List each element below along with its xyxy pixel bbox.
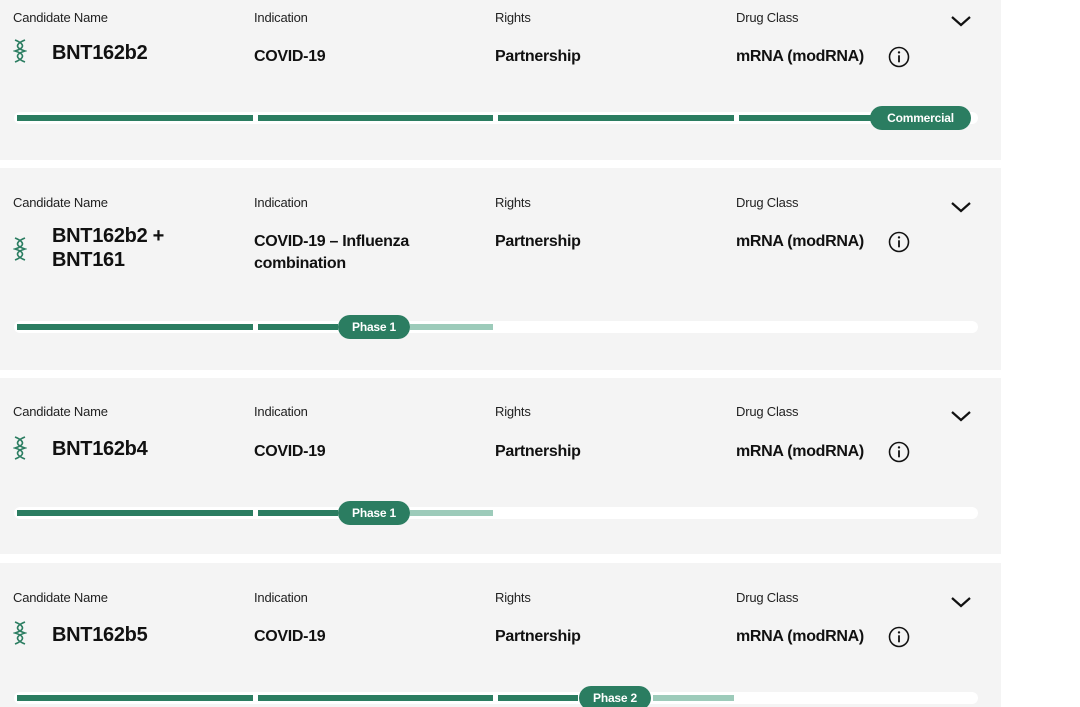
progress-track	[14, 692, 978, 704]
rights-label: Rights	[495, 195, 531, 210]
progress-segment	[258, 510, 338, 516]
progress-track	[14, 507, 978, 519]
drug-class-value: mRNA (modRNA)	[736, 443, 864, 460]
stage-badge: Commercial	[870, 106, 971, 130]
progress-track	[14, 321, 978, 333]
drug-class-label: Drug Class	[736, 590, 799, 605]
rights-label: Rights	[495, 10, 531, 25]
chevron-down-icon[interactable]	[950, 595, 972, 609]
candidate-card: Candidate Name Indication Rights Drug Cl…	[0, 563, 1001, 707]
indication-label: Indication	[254, 195, 308, 210]
indication-label: Indication	[254, 10, 308, 25]
progress-segment	[258, 695, 493, 701]
rights-value: Partnership	[495, 443, 581, 460]
indication-value: COVID-19	[254, 48, 326, 65]
indication-value: COVID-19	[254, 628, 326, 645]
candidate-name-label: Candidate Name	[13, 10, 108, 25]
indication-label: Indication	[254, 404, 308, 419]
drug-class-label: Drug Class	[736, 195, 799, 210]
drug-class-label: Drug Class	[736, 10, 799, 25]
stage-badge: Phase 2	[579, 686, 651, 707]
candidate-name: BNT162b5	[52, 624, 148, 646]
stage-badge: Phase 1	[338, 501, 410, 525]
candidate-name: BNT162b4	[52, 438, 148, 460]
candidate-card: Candidate Name Indication Rights Drug Cl…	[0, 168, 1001, 370]
rights-value: Partnership	[495, 48, 581, 65]
indication-label: Indication	[254, 590, 308, 605]
rights-label: Rights	[495, 404, 531, 419]
dna-icon	[13, 237, 27, 261]
candidate-card: Candidate Name Indication Rights Drug Cl…	[0, 378, 1001, 554]
progress-segment	[498, 695, 578, 701]
drug-class-value: mRNA (modRNA)	[736, 48, 864, 65]
info-icon[interactable]	[888, 46, 910, 68]
dna-icon	[13, 39, 27, 63]
progress-segment	[653, 695, 734, 701]
progress-segment	[739, 115, 879, 121]
info-icon[interactable]	[888, 231, 910, 253]
indication-value: COVID-19 – Influenza combination	[254, 233, 409, 272]
dna-icon	[13, 436, 27, 460]
dna-icon	[13, 621, 27, 645]
rights-value: Partnership	[495, 233, 581, 250]
drug-class-value: mRNA (modRNA)	[736, 233, 864, 250]
drug-class-value: mRNA (modRNA)	[736, 628, 864, 645]
candidate-name: BNT162b2	[52, 42, 148, 64]
progress-segment	[258, 324, 338, 330]
candidate-name-label: Candidate Name	[13, 590, 108, 605]
candidate-name-label: Candidate Name	[13, 195, 108, 210]
progress-segment	[17, 324, 253, 330]
info-icon[interactable]	[888, 441, 910, 463]
rights-value: Partnership	[495, 628, 581, 645]
progress-segment	[258, 115, 493, 121]
drug-class-label: Drug Class	[736, 404, 799, 419]
progress-segment	[498, 115, 734, 121]
info-icon[interactable]	[888, 626, 910, 648]
candidate-card: Candidate Name Indication Rights Drug Cl…	[0, 0, 1001, 160]
progress-segment	[17, 115, 253, 121]
progress-segment	[17, 510, 253, 516]
progress-segment	[17, 695, 253, 701]
progress-segment	[410, 510, 493, 516]
progress-track	[14, 112, 978, 124]
chevron-down-icon[interactable]	[950, 200, 972, 214]
indication-value: COVID-19	[254, 443, 326, 460]
candidate-name: BNT162b2 + BNT161	[52, 225, 165, 271]
rights-label: Rights	[495, 590, 531, 605]
chevron-down-icon[interactable]	[950, 14, 972, 28]
candidate-name-label: Candidate Name	[13, 404, 108, 419]
stage-badge: Phase 1	[338, 315, 410, 339]
progress-segment	[410, 324, 493, 330]
chevron-down-icon[interactable]	[950, 409, 972, 423]
